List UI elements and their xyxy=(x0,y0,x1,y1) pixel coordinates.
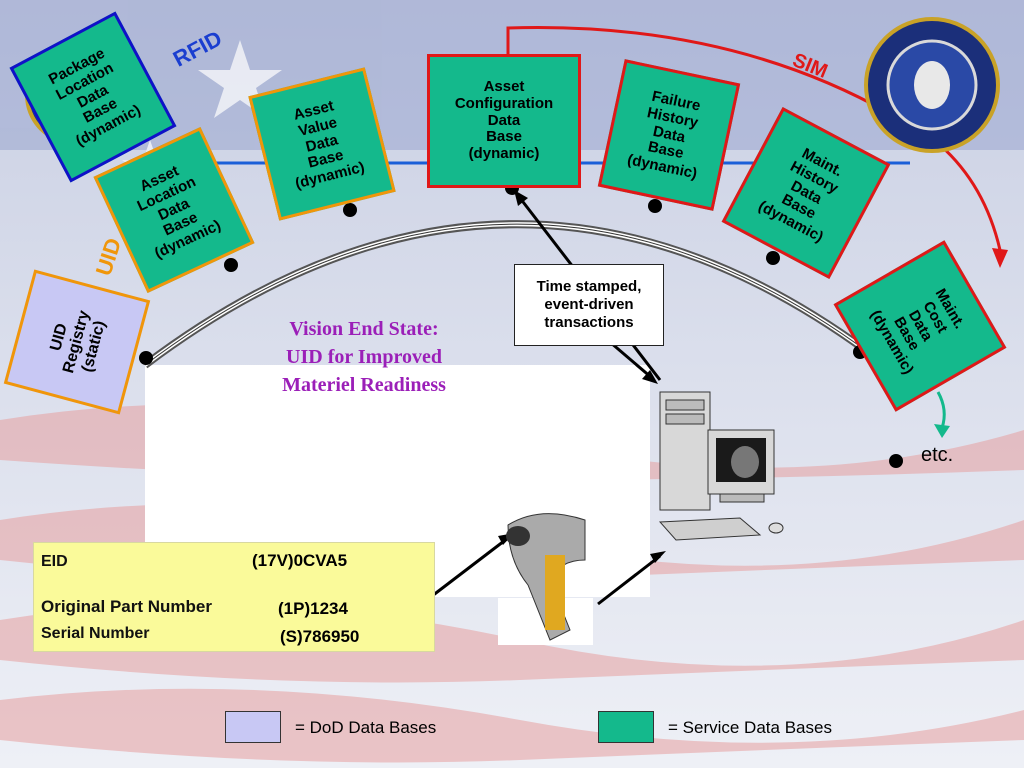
legend-dod-swatch xyxy=(225,711,281,743)
etc-node xyxy=(889,454,903,468)
computer-workstation-icon xyxy=(658,391,784,541)
etc-label: etc. xyxy=(921,444,954,466)
arc-node xyxy=(648,199,662,213)
asset-configuration-database: Asset Configuration Data Base (dynamic) xyxy=(427,54,581,188)
transactions-callout: Time stamped, event-driven transactions xyxy=(514,264,664,346)
arc-node xyxy=(343,203,357,217)
legend-service-swatch xyxy=(598,711,654,743)
dod-seal-icon xyxy=(864,17,1000,153)
part-number-name: Original Part Number xyxy=(41,597,212,616)
part-number-value: (1P)1234 xyxy=(278,599,348,618)
arc-node xyxy=(139,351,153,365)
eid-name: EID xyxy=(41,553,68,570)
serial-number-name: Serial Number xyxy=(41,625,150,642)
uid-label-card: EID (17V)0CVA5 Original Part Number (1P)… xyxy=(33,542,435,652)
arc-node xyxy=(766,251,780,265)
serial-number-value: (S)786950 xyxy=(280,627,360,646)
vision-statement: Vision End State: UID for Improved Mater… xyxy=(282,318,446,396)
arc-node xyxy=(224,258,238,272)
barcode-scanner-icon xyxy=(506,513,586,641)
legend-dod-text: = DoD Data Bases xyxy=(295,718,437,737)
legend-service-text: = Service Data Bases xyxy=(668,718,832,737)
eid-value: (17V)0CVA5 xyxy=(252,551,348,570)
